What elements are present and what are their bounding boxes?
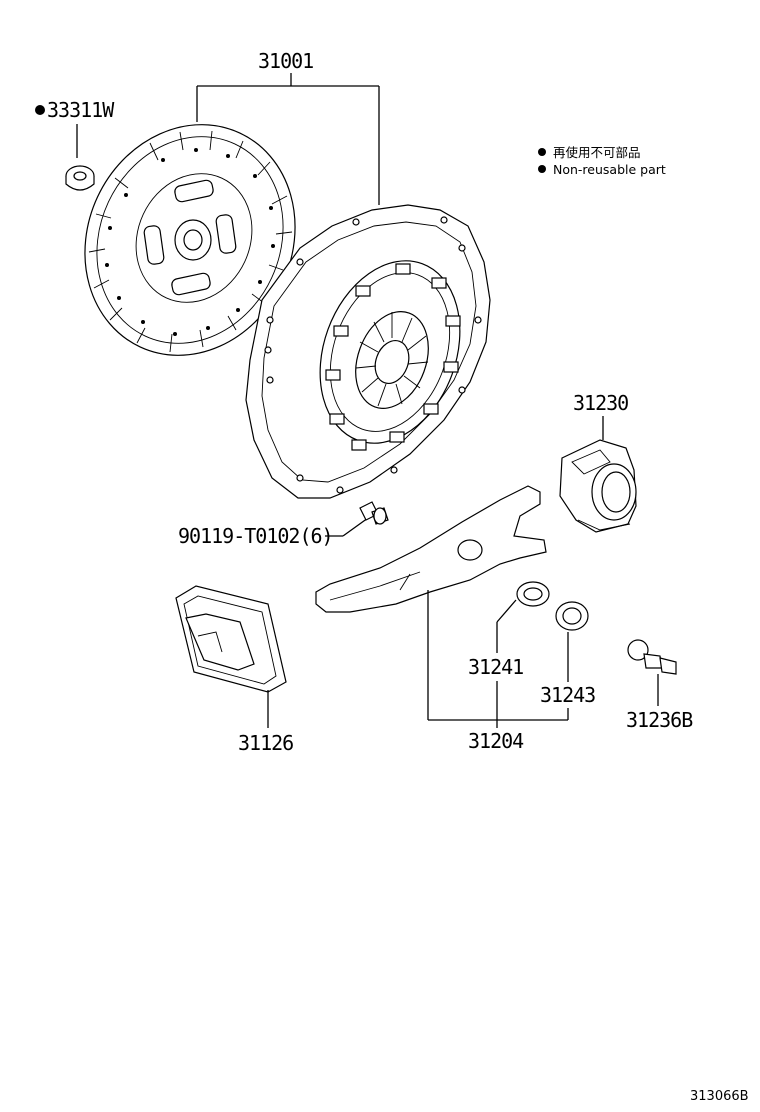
label-31236b-group[interactable]: 31236B xyxy=(626,674,694,732)
diagram-reference-code: 313066B xyxy=(690,1089,749,1104)
part-label-31236b[interactable]: 31236B xyxy=(626,708,694,732)
pilot-bearing-part[interactable] xyxy=(65,165,95,191)
legend: 再使用不可部品 Non-reusable part xyxy=(538,145,666,177)
part-label-31204[interactable]: 31204 xyxy=(468,729,525,753)
label-bolt-group[interactable]: 90119-T0102(6) xyxy=(178,517,369,548)
label-31243-group[interactable]: 31243 xyxy=(540,632,596,707)
pivot-stud-part[interactable] xyxy=(627,639,677,675)
label-31126-group[interactable]: 31126 xyxy=(238,690,294,755)
part-label-31241[interactable]: 31241 xyxy=(468,655,524,679)
label-33311w-group[interactable]: 33311W xyxy=(35,98,116,158)
fork-bearing-2-part[interactable] xyxy=(555,601,589,631)
legend-line-en: Non-reusable part xyxy=(553,162,666,177)
release-fork-part[interactable] xyxy=(315,485,547,613)
label-31204-group[interactable]: 31204 xyxy=(427,590,569,753)
legend-line-jp: 再使用不可部品 xyxy=(553,145,641,160)
part-label-33311w[interactable]: 33311W xyxy=(47,98,116,122)
label-31001-group[interactable]: 31001 xyxy=(196,49,380,205)
label-31241-group[interactable]: 31241 xyxy=(468,599,524,679)
fork-bearing-1-part[interactable] xyxy=(516,581,550,607)
release-bearing-part[interactable] xyxy=(559,439,637,533)
part-label-31243[interactable]: 31243 xyxy=(540,683,596,707)
boot-part[interactable] xyxy=(175,585,287,693)
legend-bullet-icon xyxy=(538,148,546,156)
part-label-31126[interactable]: 31126 xyxy=(238,731,294,755)
label-31230-group[interactable]: 31230 xyxy=(573,391,629,440)
legend-bullet-icon xyxy=(538,165,546,173)
clutch-disc-part[interactable] xyxy=(48,90,333,390)
clutch-cover-part[interactable] xyxy=(245,204,491,499)
bolt-part[interactable] xyxy=(359,501,389,525)
part-label-31230[interactable]: 31230 xyxy=(573,391,629,415)
part-label-90119-t0102[interactable]: 90119-T0102(6) xyxy=(178,524,334,548)
part-label-31001[interactable]: 31001 xyxy=(258,49,314,73)
non-reusable-marker-icon xyxy=(35,105,45,115)
